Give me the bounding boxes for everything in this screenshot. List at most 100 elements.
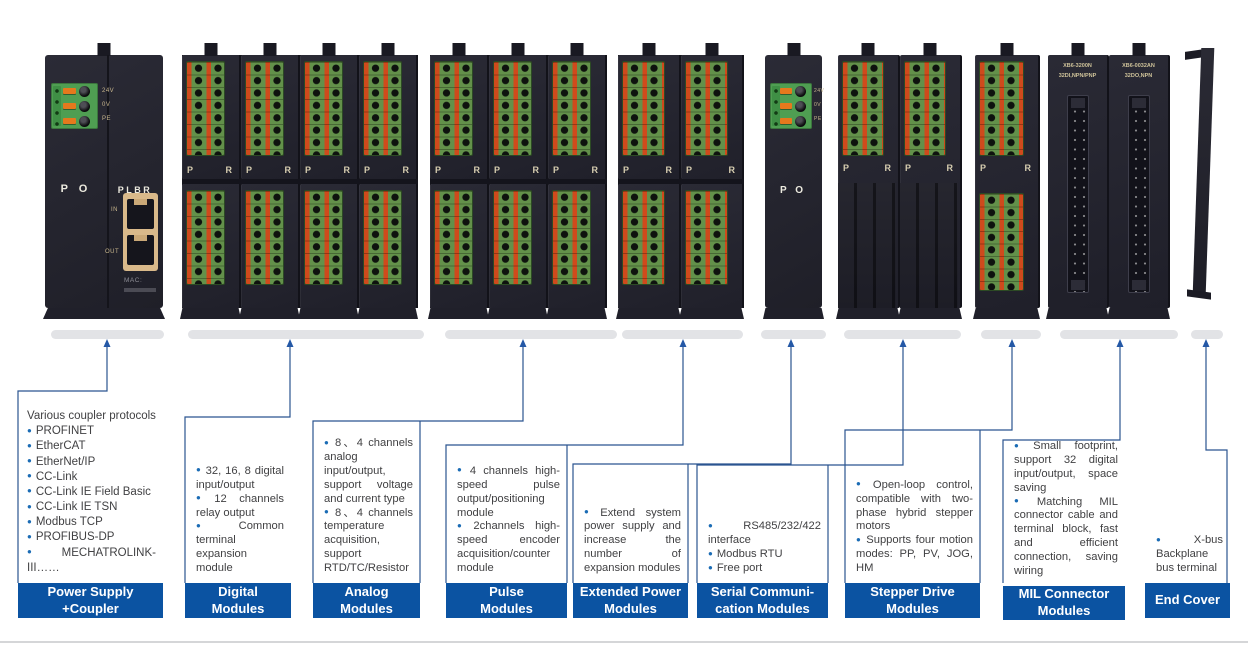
band-letter-r: R (946, 163, 954, 173)
section-title: Various coupler protocols (27, 410, 156, 423)
annotation-text: ●4 channels high-speed pulse output/posi… (446, 445, 567, 583)
mil-model-number: XB6-3200N (1063, 63, 1092, 69)
terminal-block (434, 190, 473, 285)
io-module (489, 184, 548, 308)
terminal-block (186, 190, 225, 285)
io-module (430, 184, 489, 308)
annotation-box: ●Small footprint, support 32 digital inp… (1003, 440, 1125, 620)
extended-power-label: P O (779, 185, 807, 196)
terminal-block (304, 61, 343, 156)
section-label: Digital Modules (185, 583, 291, 618)
annotation-box: ●8、4 channels analog input/output, suppo… (313, 421, 420, 618)
din-rail-bar (445, 330, 617, 339)
terminal-label-0v: 0V (814, 102, 822, 108)
mac-label: MAC: (124, 277, 143, 284)
bullet-dot: ● (324, 507, 331, 517)
bullet-dot: ● (708, 520, 740, 530)
band-letter-p: P (494, 165, 501, 175)
bullet-text: Free port (716, 562, 763, 575)
din-rail-bar (622, 330, 743, 339)
terminal-screw (795, 116, 806, 127)
bullet-text: CC-Link IE TSN (35, 501, 118, 514)
arrowhead-icon (1008, 339, 1016, 347)
din-rail-bar (188, 330, 424, 339)
bullet-item: ●32, 16, 8 digital input/output (196, 465, 284, 493)
bullet-item: ●CC-Link IE TSN (27, 500, 156, 515)
arrowhead-icon (679, 339, 687, 347)
band-letter-r: R (665, 165, 673, 175)
band-letter-r: R (728, 165, 736, 175)
terminal-block (622, 61, 665, 156)
baseline-rule (0, 641, 1248, 643)
terminal-block (434, 61, 473, 156)
bullet-dot: ● (196, 465, 202, 475)
annotation-text: ●8、4 channels analog input/output, suppo… (313, 421, 420, 583)
bullet-item: ●EtherCAT (27, 439, 156, 454)
io-module (182, 184, 241, 308)
bullet-dot: ● (708, 562, 713, 572)
band-letter-p: P (980, 163, 987, 173)
section-label: Analog Modules (313, 583, 420, 618)
band-letter-r: R (591, 165, 599, 175)
annotation-text: ●RS485/232/422 interface●Modbus RTU●Free… (697, 465, 828, 583)
power-coupler-module-image: 24V 0V PE P O PLBR IN OUT MAC: (45, 55, 163, 308)
terminal-block (363, 61, 402, 156)
bullet-item: ●RS485/232/422 interface (708, 520, 821, 548)
power-terminal-block (51, 83, 98, 129)
arrowhead-icon (1202, 339, 1210, 347)
terminal-block (979, 193, 1024, 291)
bullet-dot: ● (27, 501, 32, 511)
bullet-text: RS485/232/422 interface (708, 520, 821, 547)
extended-power-module-image: 24V 0V PE P O (765, 55, 824, 308)
band-letter-r: R (473, 165, 481, 175)
terminal-block (979, 61, 1024, 156)
io-module (241, 184, 300, 308)
pin-holes (772, 86, 780, 126)
io-module (359, 184, 418, 308)
bullet-text: Modbus RTU (716, 548, 783, 561)
io-module (618, 184, 681, 308)
section-label: Pulse Modules (446, 583, 567, 618)
bullet-dot: ● (196, 493, 211, 503)
terminal-block (622, 190, 665, 285)
bullet-dot: ● (27, 456, 32, 466)
bullet-text: 12 channels relay output (196, 492, 284, 519)
port-out-label: OUT (105, 249, 120, 255)
annotation-text: ●Extend system power supply and increase… (573, 464, 688, 583)
annotation-text: ●Open-loop control, compatible with two-… (845, 430, 980, 583)
clamp-lever (63, 103, 76, 109)
band-letter-p: P (435, 165, 442, 175)
bullet-text: Open-loop control, compatible with two-p… (856, 478, 973, 533)
mil-channel-spec: 32DO,NPN (1124, 72, 1153, 79)
terminal-screw (79, 86, 90, 97)
module-lower-housing (900, 183, 958, 308)
bullet-text: PROFINET (35, 425, 94, 438)
terminal-block (363, 190, 402, 285)
annotation-box: ●4 channels high-speed pulse output/posi… (446, 445, 567, 618)
bullet-item: ●8、4 channels analog input/output, suppo… (324, 437, 413, 506)
band-letter-p: P (623, 165, 630, 175)
bullet-text: Modbus TCP (35, 516, 103, 529)
band-letter-r: R (532, 165, 540, 175)
band-letter-p: P (187, 165, 194, 175)
bullet-text: CC-Link (35, 470, 78, 483)
bullet-text: 2channels high-speed encoder acquisition… (457, 520, 560, 575)
terminal-block (685, 61, 728, 156)
